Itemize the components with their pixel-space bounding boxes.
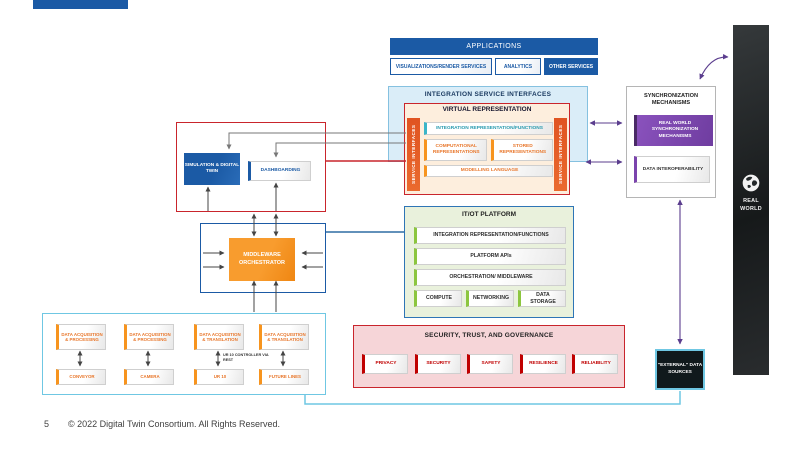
synchronization-mechanisms-panel: SYNCHRONIZATION MECHANISMS REAL WORLD SY… bbox=[626, 86, 716, 198]
da-processing-2: DATA ACQUISITION & PROCESSING bbox=[124, 324, 174, 350]
simulation-digital-twin-box: SIMULATION & DIGITAL TWIN bbox=[184, 153, 240, 185]
middleware-orchestrator-box: MIDDLEWARE ORCHESTRATOR bbox=[229, 238, 295, 281]
virtual-representation-rows: INTEGRATION REPRESENTATION/FUNCTIONS COM… bbox=[424, 120, 553, 177]
service-visualizations-render: VISUALIZATIONS/RENDER SERVICES bbox=[390, 58, 492, 75]
connector-da-external bbox=[304, 391, 681, 405]
security-privacy: PRIVACY bbox=[362, 354, 408, 374]
da-ur10: UR 10 bbox=[194, 369, 244, 385]
middleware-panel: MIDDLEWARE ORCHESTRATOR bbox=[200, 223, 326, 293]
virtual-representation-title: VIRTUAL REPRESENTATION bbox=[442, 106, 532, 113]
applications-title: APPLICATIONS bbox=[390, 38, 598, 55]
security-trust-governance-title: SECURITY, TRUST, AND GOVERNANCE bbox=[424, 332, 554, 339]
itot-platform-rows: INTEGRATION REPRESENTATION/FUNCTIONS PLA… bbox=[414, 227, 566, 307]
itot-data-storage: DATA STORAGE bbox=[518, 290, 566, 307]
integration-service-interfaces-title: INTEGRATION SERVICE INTERFACES bbox=[424, 91, 552, 98]
service-interfaces-bar-left: SERVICE INTERFACES bbox=[407, 118, 420, 191]
applications-panel: APPLICATIONS VISUALIZATIONS/RENDER SERVI… bbox=[390, 38, 598, 75]
da-translation-1: DATA ACQUISITION & TRANSLATION bbox=[194, 324, 244, 350]
security-trust-governance-panel: SECURITY, TRUST, AND GOVERNANCE PRIVACY … bbox=[353, 325, 625, 388]
virtual-representation-panel: VIRTUAL REPRESENTATION SERVICE INTERFACE… bbox=[404, 103, 570, 195]
security-resilience: RESILIENCE bbox=[519, 354, 566, 374]
vr-modelling-language: MODELLING LANGUAGE bbox=[424, 165, 553, 177]
data-acquisition-panel: DATA ACQUISITION & PROCESSING DATA ACQUI… bbox=[42, 313, 326, 395]
itot-platform-apis: PLATFORM APIs bbox=[414, 248, 566, 265]
itot-integration-representation: INTEGRATION REPRESENTATION/FUNCTIONS bbox=[414, 227, 566, 244]
twin-apps-panel: SIMULATION & DIGITAL TWIN DASHBOARDING bbox=[176, 122, 326, 212]
security-security: SECURITY bbox=[414, 354, 461, 374]
vr-integration-representation: INTEGRATION REPRESENTATION/FUNCTIONS bbox=[424, 122, 553, 135]
external-data-sources-box: "EXTERNAL" DATA SOURCES bbox=[655, 349, 705, 390]
security-safety: SAFETY bbox=[467, 354, 513, 374]
ur10-controller-note: UR 10 CONTROLLER VIA REST bbox=[223, 353, 269, 362]
arrow-sync-realworld-curve bbox=[699, 53, 729, 80]
dashboarding-box: DASHBOARDING bbox=[248, 161, 311, 181]
da-future-lines: FUTURE LINES bbox=[259, 369, 309, 385]
itot-networking: NETWORKING bbox=[466, 290, 514, 307]
vr-computational-representations: COMPUTATIONAL REPRESENTATIONS bbox=[424, 139, 487, 161]
synchronization-mechanisms-title: SYNCHRONIZATION MECHANISMS bbox=[644, 93, 698, 107]
da-translation-2: DATA ACQUISITION & TRANSLATION bbox=[259, 324, 309, 350]
data-interoperability-box: DATA INTEROPERABILITY bbox=[634, 156, 710, 183]
da-conveyor: CONVEYOR bbox=[56, 369, 106, 385]
slide-accent-bar bbox=[33, 0, 128, 9]
itot-platform-title: IT/OT PLATFORM bbox=[461, 211, 517, 218]
service-analytics: ANALYTICS bbox=[495, 58, 541, 75]
page-number: 5 bbox=[44, 419, 50, 429]
globe-icon bbox=[741, 173, 761, 198]
service-interfaces-bar-right: SERVICE INTERFACES bbox=[554, 118, 567, 191]
service-other-services: OTHER SERVICES bbox=[544, 58, 598, 75]
da-processing-1: DATA ACQUISITION & PROCESSING bbox=[56, 324, 106, 350]
vr-stored-representations: STORED REPRESENTATIONS bbox=[490, 139, 553, 161]
itot-orchestration-middleware: ORCHESTRATION/ MIDDLEWARE bbox=[414, 269, 566, 286]
itot-platform-panel: IT/OT PLATFORM INTEGRATION REPRESENTATIO… bbox=[404, 206, 574, 318]
copyright-text: © 2022 Digital Twin Consortium. All Righ… bbox=[68, 419, 281, 429]
applications-services-row: VISUALIZATIONS/RENDER SERVICES ANALYTICS… bbox=[390, 58, 598, 75]
da-camera: CAMERA bbox=[124, 369, 174, 385]
security-items-row: PRIVACY SECURITY SAFETY RESILIENCE RELIA… bbox=[362, 354, 618, 374]
real-world-bar: REAL WORLD bbox=[733, 25, 769, 375]
real-world-label: REAL WORLD bbox=[740, 198, 762, 212]
real-world-synchronization-box: REAL WORLD SYNCHRONIZATION MECHANISMS bbox=[634, 115, 713, 146]
itot-compute: COMPUTE bbox=[414, 290, 462, 307]
security-reliability: RELIABILITY bbox=[572, 354, 618, 374]
